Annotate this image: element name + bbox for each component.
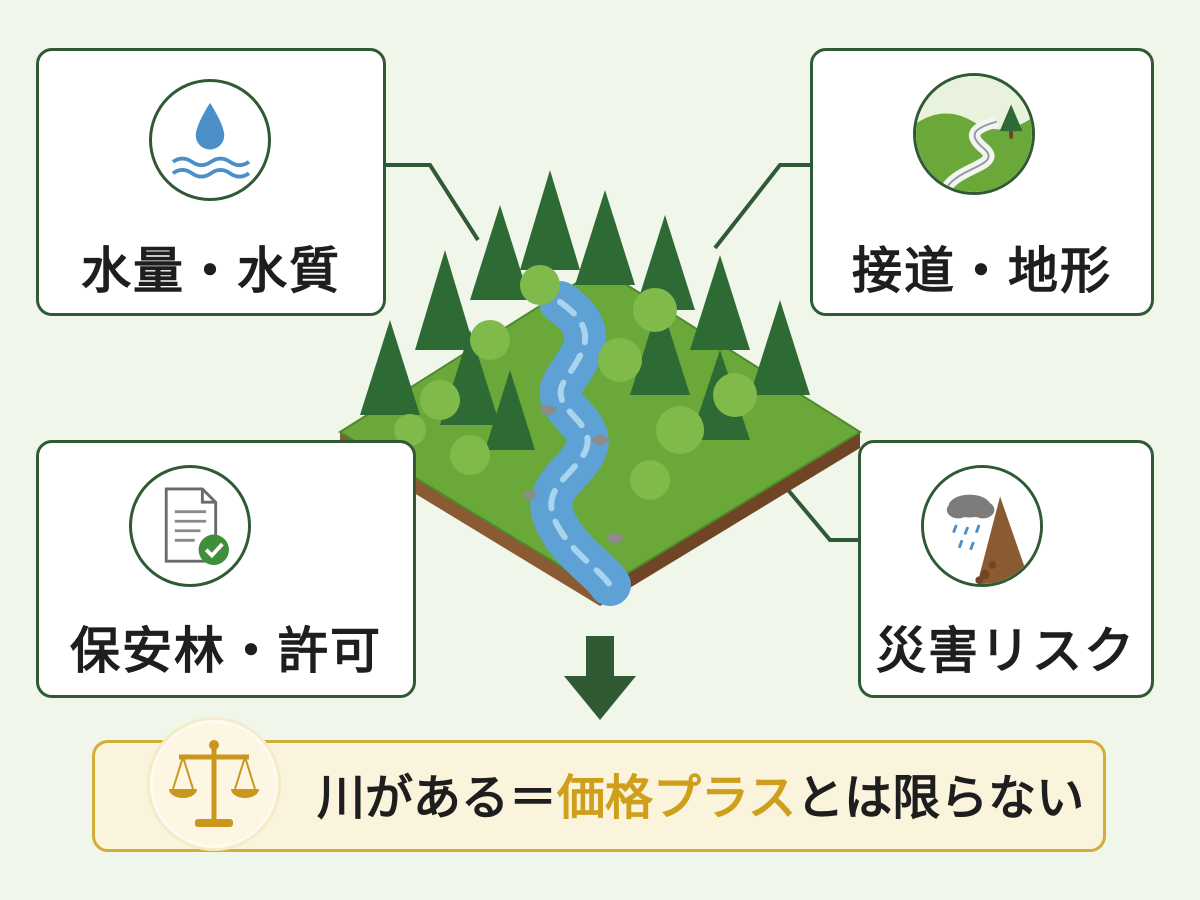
document-check-icon bbox=[129, 465, 251, 587]
disaster-risk-card: 災害リスク bbox=[858, 440, 1154, 698]
conclusion-text-highlight: 価格プラス bbox=[557, 770, 797, 826]
protected-forest-card-label: 保安林・許可 bbox=[70, 622, 382, 680]
arrow-down-icon bbox=[564, 636, 636, 720]
conclusion-text: 川がある＝価格プラスとは限らない bbox=[317, 763, 1084, 833]
road-card: 接道・地形 bbox=[810, 48, 1154, 316]
winding-road-tree-icon bbox=[913, 73, 1035, 195]
protected-forest-card: 保安林・許可 bbox=[36, 440, 416, 698]
water-card: 水量・水質 bbox=[36, 48, 386, 316]
conclusion-text-part1: 川がある＝ bbox=[317, 770, 558, 826]
balance-scale-icon bbox=[150, 720, 278, 848]
disaster-risk-card-label: 災害リスク bbox=[876, 622, 1136, 680]
rain-landslide-icon bbox=[921, 465, 1043, 587]
conclusion-text-part2: とは限らない bbox=[796, 770, 1085, 826]
road-card-label: 接道・地形 bbox=[852, 242, 1112, 300]
water-drop-waves-icon bbox=[149, 79, 271, 201]
water-card-label: 水量・水質 bbox=[81, 242, 341, 300]
